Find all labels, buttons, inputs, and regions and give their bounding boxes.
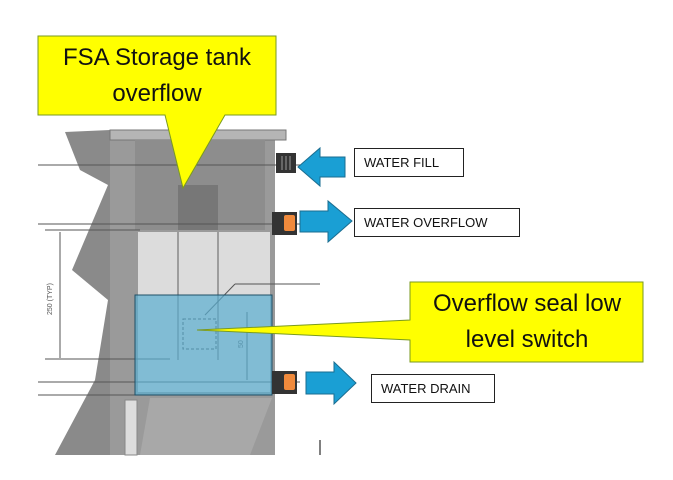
dimension-label: 250 (TYP) xyxy=(47,283,54,315)
storage-tank-callout: FSA Storage tank overflow xyxy=(62,44,252,107)
left-wall-section xyxy=(55,130,112,455)
seal-switch-callout: Overflow seal low level switch xyxy=(432,290,622,353)
water-overflow-label: WATER OVERFLOW xyxy=(354,208,520,237)
seal-switch-highlight xyxy=(134,294,273,396)
water-fill-label: WATER FILL xyxy=(354,148,464,177)
water-overflow-arrow-icon xyxy=(299,199,353,244)
storage-tank-callout-shape xyxy=(37,35,277,190)
water-drain-label: WATER DRAIN xyxy=(371,374,495,403)
seal-switch-callout-shape xyxy=(196,281,644,363)
water-drain-arrow-icon xyxy=(305,360,357,406)
water-fill-arrow-icon xyxy=(297,146,346,188)
overflow-pipe xyxy=(178,185,218,230)
